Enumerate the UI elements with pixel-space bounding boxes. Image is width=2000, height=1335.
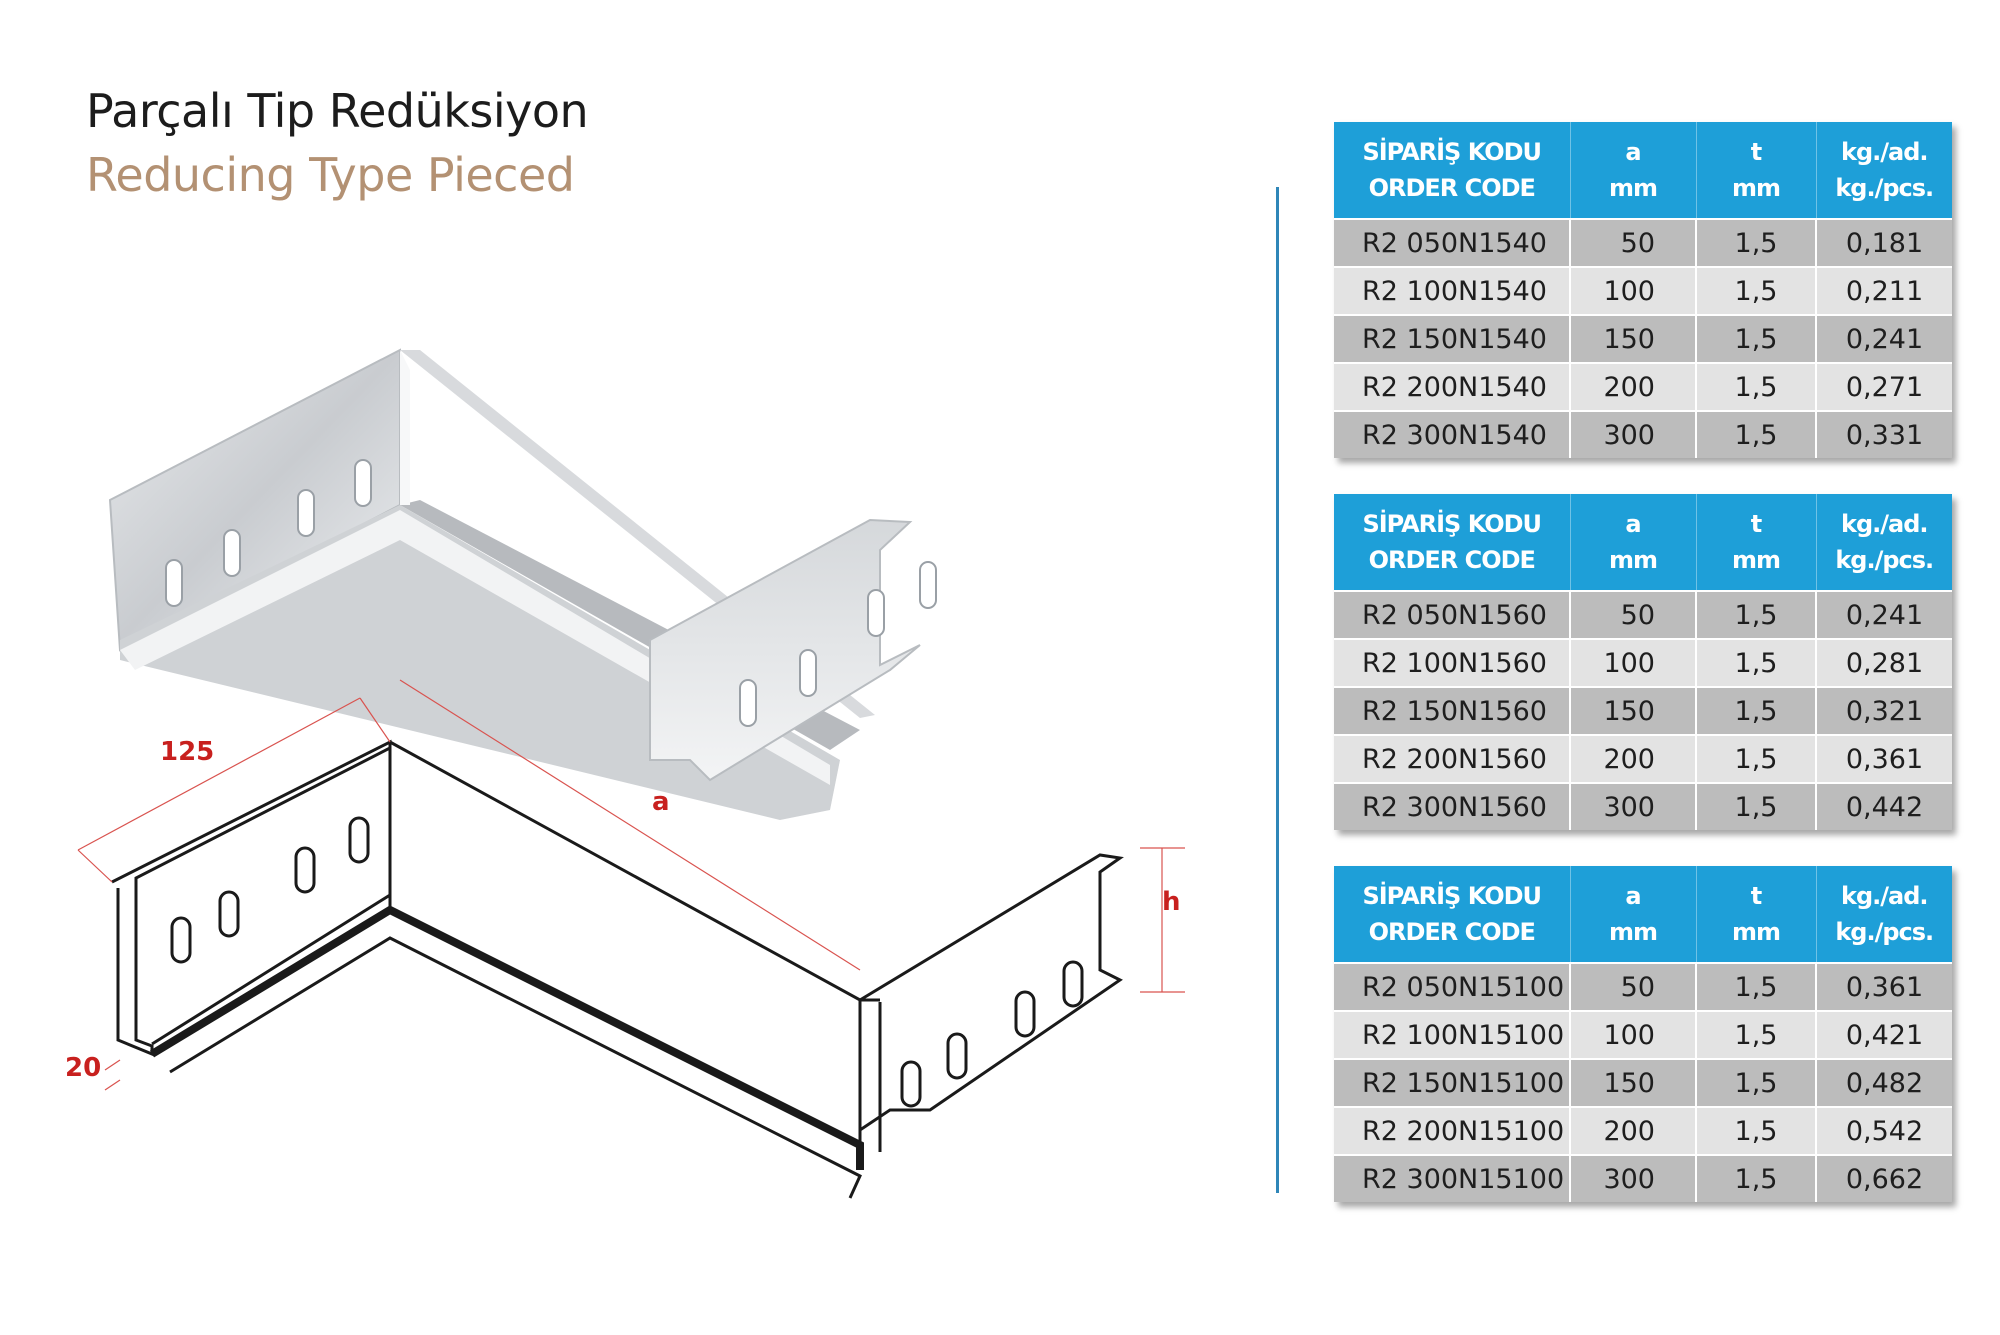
dimension-lines (77, 679, 1185, 1091)
page-title-tr: Parçalı Tip Redüksiyon (86, 84, 589, 138)
dim-length-label: a (652, 787, 670, 817)
dim-flange-label: 20 (65, 1053, 101, 1083)
metal-part-render (108, 348, 937, 820)
dim-width-label: 125 (160, 737, 214, 767)
dim-height-label: h (1162, 887, 1181, 917)
header-weight: kg./ad.kg./pcs. (1816, 494, 1952, 591)
vertical-divider (1276, 187, 1279, 1193)
product-illustration: 125 a h 20 (65, 348, 1185, 1199)
page-title-en: Reducing Type Pieced (86, 148, 575, 202)
header-weight: kg./ad.kg./pcs. (1816, 866, 1952, 963)
technical-drawing (111, 739, 1124, 1199)
header-weight: kg./ad.kg./pcs. (1816, 122, 1952, 219)
